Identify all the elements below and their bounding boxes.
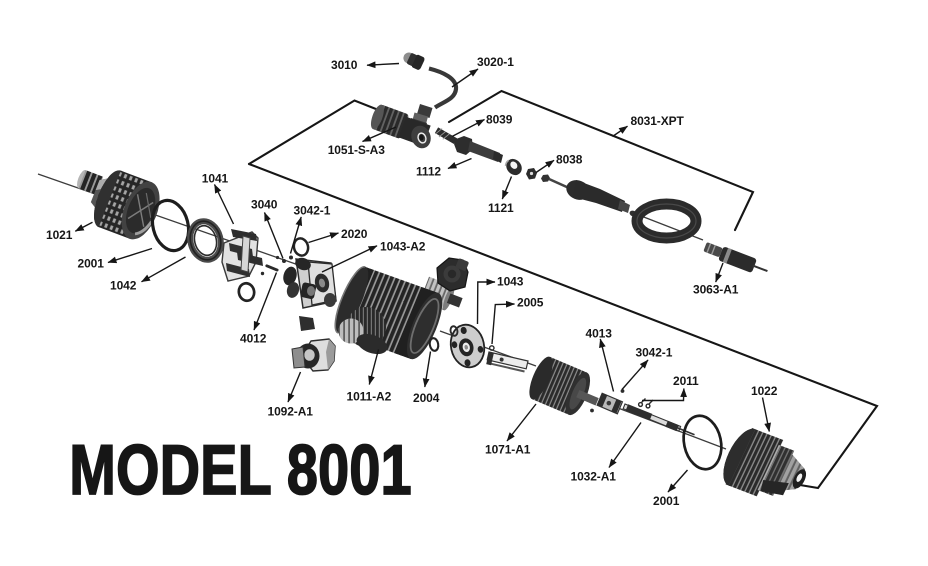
svg-text:4013: 4013 [586,327,613,341]
svg-text:1112: 1112 [416,165,441,179]
svg-text:2001: 2001 [653,494,680,508]
svg-text:3063-A1: 3063-A1 [693,283,739,297]
svg-text:2001: 2001 [78,257,105,271]
svg-text:4012: 4012 [240,332,267,346]
svg-text:3020-1: 3020-1 [477,55,514,69]
svg-text:1051-S-A3: 1051-S-A3 [328,143,386,157]
svg-text:8031-XPT: 8031-XPT [631,114,685,128]
svg-text:2011: 2011 [673,374,699,388]
svg-text:1071-A1: 1071-A1 [485,443,531,457]
svg-text:1043-A2: 1043-A2 [380,240,426,254]
svg-text:3010: 3010 [331,58,358,72]
svg-text:MODEL 8001: MODEL 8001 [69,431,412,510]
svg-text:1042: 1042 [110,279,137,293]
svg-text:3042-1: 3042-1 [636,346,673,360]
svg-text:2004: 2004 [413,391,440,405]
svg-text:1022: 1022 [751,384,778,398]
svg-text:1041: 1041 [202,171,229,185]
svg-text:1121: 1121 [488,201,514,215]
svg-text:8039: 8039 [486,113,513,127]
svg-text:2020: 2020 [341,227,368,241]
svg-text:1092-A1: 1092-A1 [268,405,314,419]
svg-text:1021: 1021 [46,228,73,242]
svg-text:1032-A1: 1032-A1 [571,470,617,484]
svg-text:1011-A2: 1011-A2 [347,390,392,404]
svg-text:8038: 8038 [556,153,583,167]
svg-text:2005: 2005 [517,296,544,310]
svg-text:3040: 3040 [251,198,278,212]
svg-text:3042-1: 3042-1 [294,204,331,218]
svg-text:1043: 1043 [497,275,524,289]
